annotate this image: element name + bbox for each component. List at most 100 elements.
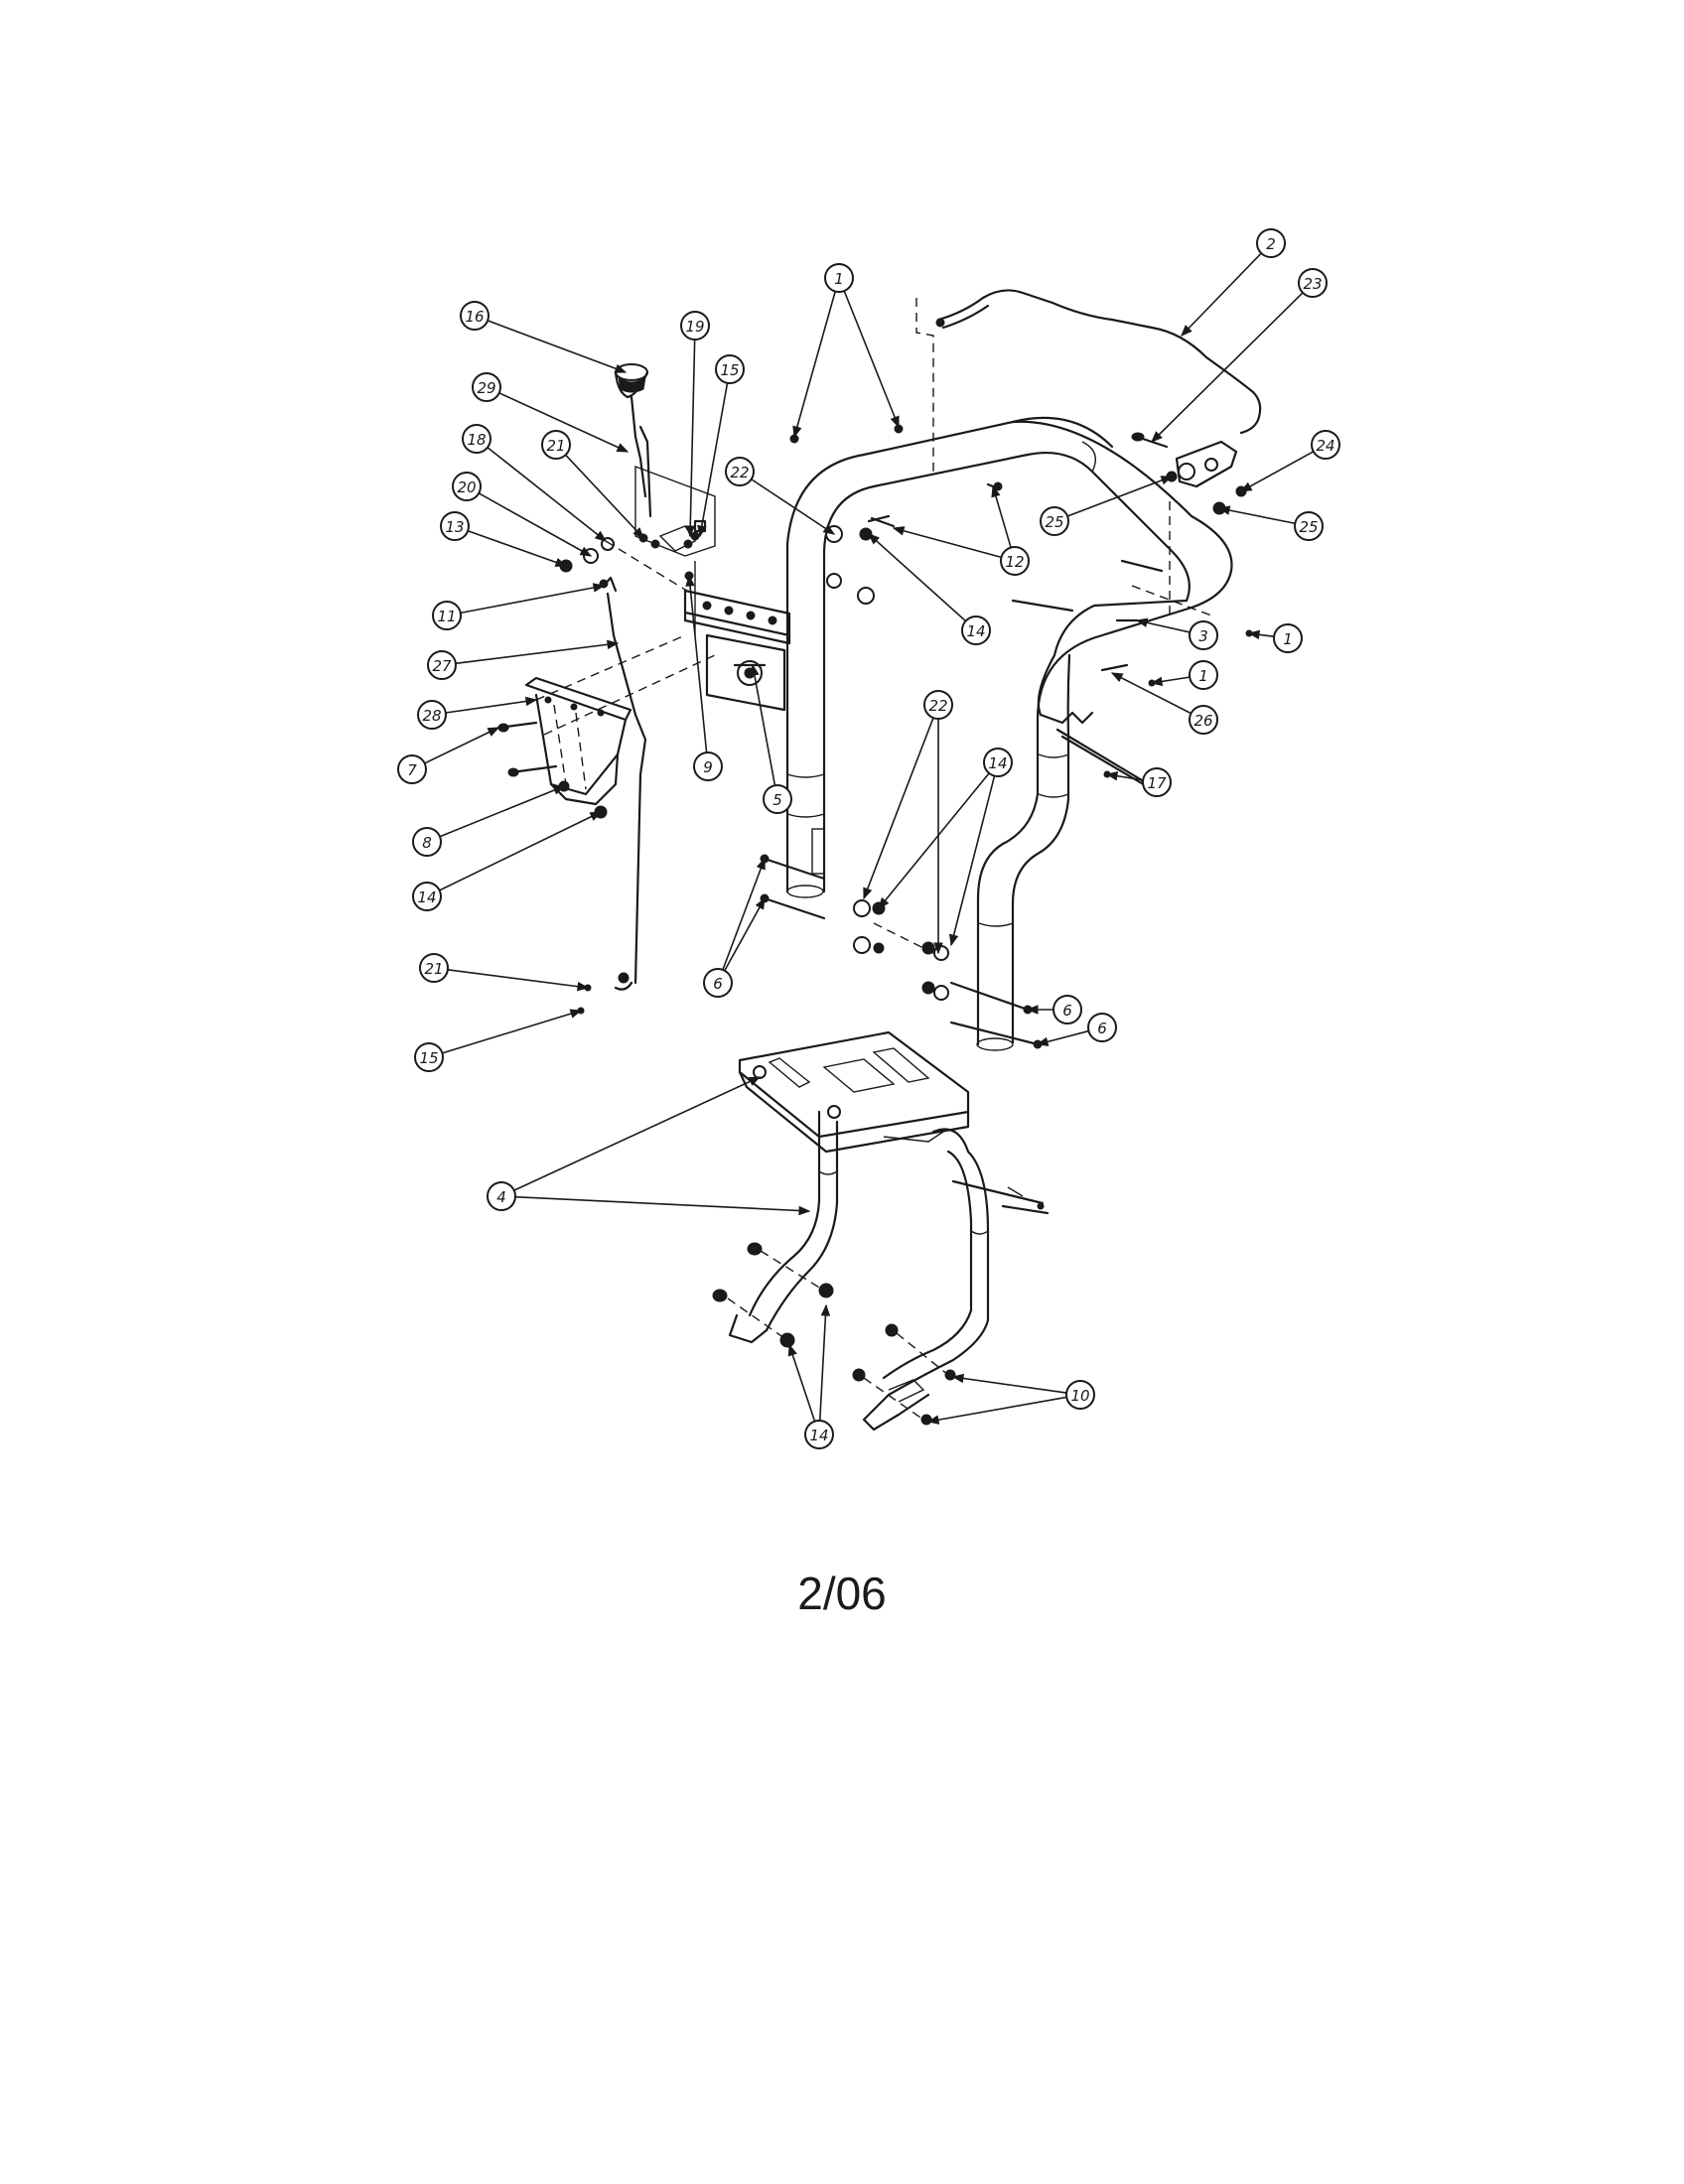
callout-circle — [1000, 546, 1030, 576]
callout-leader — [514, 1195, 810, 1212]
callout-leader — [689, 339, 696, 537]
callout-label: 27 — [432, 657, 452, 675]
callout-leader — [843, 290, 900, 428]
callout-24: 24 — [1239, 430, 1340, 492]
callout-label: 21 — [424, 960, 443, 978]
callout-circle — [1189, 705, 1218, 735]
callout-22: 22 — [725, 457, 836, 535]
callout-label: 14 — [417, 888, 436, 906]
callout-arrowhead — [756, 857, 766, 871]
callout-20: 20 — [452, 472, 593, 557]
callout-label: 29 — [477, 379, 495, 397]
callout-1: 1 — [1247, 623, 1303, 653]
callout-23: 23 — [1151, 268, 1328, 443]
callout-leader — [992, 485, 1012, 548]
callout-leader — [751, 478, 835, 535]
lower-handle — [728, 1030, 1050, 1432]
callout-leader — [460, 585, 605, 614]
callout-circle — [462, 424, 491, 454]
callout-leader — [688, 575, 708, 753]
callout-arrowhead — [1105, 770, 1119, 781]
callout-circle — [693, 751, 723, 781]
callout-label: 13 — [445, 518, 464, 536]
callout-4: 4 — [487, 1076, 811, 1216]
callout-circle — [417, 700, 447, 730]
callout-arrowhead — [890, 415, 900, 429]
callout-leader — [487, 320, 627, 373]
callout-circle — [412, 882, 442, 911]
callout-label: 1 — [834, 270, 844, 288]
callout-9: 9 — [685, 574, 723, 781]
callout-12: 12 — [892, 484, 1030, 576]
callout-arrowhead — [594, 530, 608, 542]
callout-arrowhead — [822, 524, 836, 535]
callout-arrowhead — [926, 1415, 940, 1425]
callout-label: 26 — [1193, 712, 1212, 730]
callout-6: 6 — [1026, 995, 1082, 1024]
callout-3: 3 — [1135, 617, 1218, 650]
callout-arrowhead — [685, 525, 695, 538]
callout-leader — [893, 527, 1002, 559]
callout-arrowhead — [991, 484, 1001, 498]
callout-label: 20 — [457, 478, 476, 496]
callout-circle — [804, 1420, 834, 1449]
callout-29: 29 — [472, 372, 630, 453]
callout-label: 28 — [422, 707, 441, 725]
callout-circle — [1294, 511, 1324, 541]
callout-circle — [1065, 1380, 1095, 1410]
callout-label: 2 — [1266, 235, 1276, 253]
callout-6: 6 — [703, 857, 766, 998]
callout-label: 1 — [1283, 630, 1293, 648]
callout-circle — [1256, 228, 1286, 258]
callout-arrowhead — [524, 696, 538, 707]
callout-14: 14 — [867, 533, 991, 645]
callout-16: 16 — [460, 301, 628, 373]
callout-label: 3 — [1198, 627, 1208, 645]
callout-circle — [460, 301, 490, 331]
callout-leader — [699, 382, 729, 537]
callout-15: 15 — [414, 1009, 583, 1072]
callout-leader — [442, 1010, 582, 1054]
callout-label: 6 — [1097, 1020, 1107, 1037]
callout-arrowhead — [576, 981, 590, 992]
callout-1: 1 — [792, 263, 900, 439]
callout-circle — [923, 690, 953, 720]
callout-arrowhead — [933, 942, 943, 955]
callout-label: 21 — [546, 437, 565, 455]
callout-arrowhead — [750, 663, 760, 677]
callout-arrowhead — [1110, 672, 1124, 682]
callout-18: 18 — [462, 424, 608, 542]
callout-label: 25 — [1045, 513, 1063, 531]
callout-circle — [703, 968, 733, 998]
callout-label: 15 — [720, 361, 739, 379]
callout-circle — [1311, 430, 1340, 460]
callout-arrowhead — [1026, 1005, 1039, 1015]
upper-handle — [785, 298, 1233, 1051]
callout-28: 28 — [417, 696, 538, 730]
callout-15: 15 — [697, 354, 745, 538]
callout-2: 2 — [1181, 228, 1286, 337]
callout-10: 10 — [926, 1373, 1095, 1425]
callout-circle — [427, 650, 457, 680]
fasteners-lower-handle — [712, 1242, 956, 1426]
callout-14: 14 — [878, 748, 1013, 947]
callout-arrowhead — [1135, 617, 1149, 627]
callout-leader — [788, 1344, 816, 1422]
callout-circle — [824, 263, 854, 293]
callout-leader — [793, 291, 836, 438]
callout-11: 11 — [432, 583, 606, 630]
callout-leader — [498, 392, 629, 453]
control-rod — [935, 289, 1262, 435]
callout-arrowhead — [554, 558, 568, 567]
callout-label: 22 — [730, 464, 749, 481]
callout-label: 1 — [1198, 667, 1208, 685]
callout-label: 5 — [772, 791, 782, 809]
callout-label: 12 — [1005, 553, 1024, 571]
callout-leader — [513, 1076, 761, 1191]
callout-circle — [1142, 767, 1172, 797]
callout-arrowhead — [863, 887, 873, 900]
callout-arrowhead — [878, 896, 890, 910]
callout-label: 19 — [685, 318, 704, 336]
